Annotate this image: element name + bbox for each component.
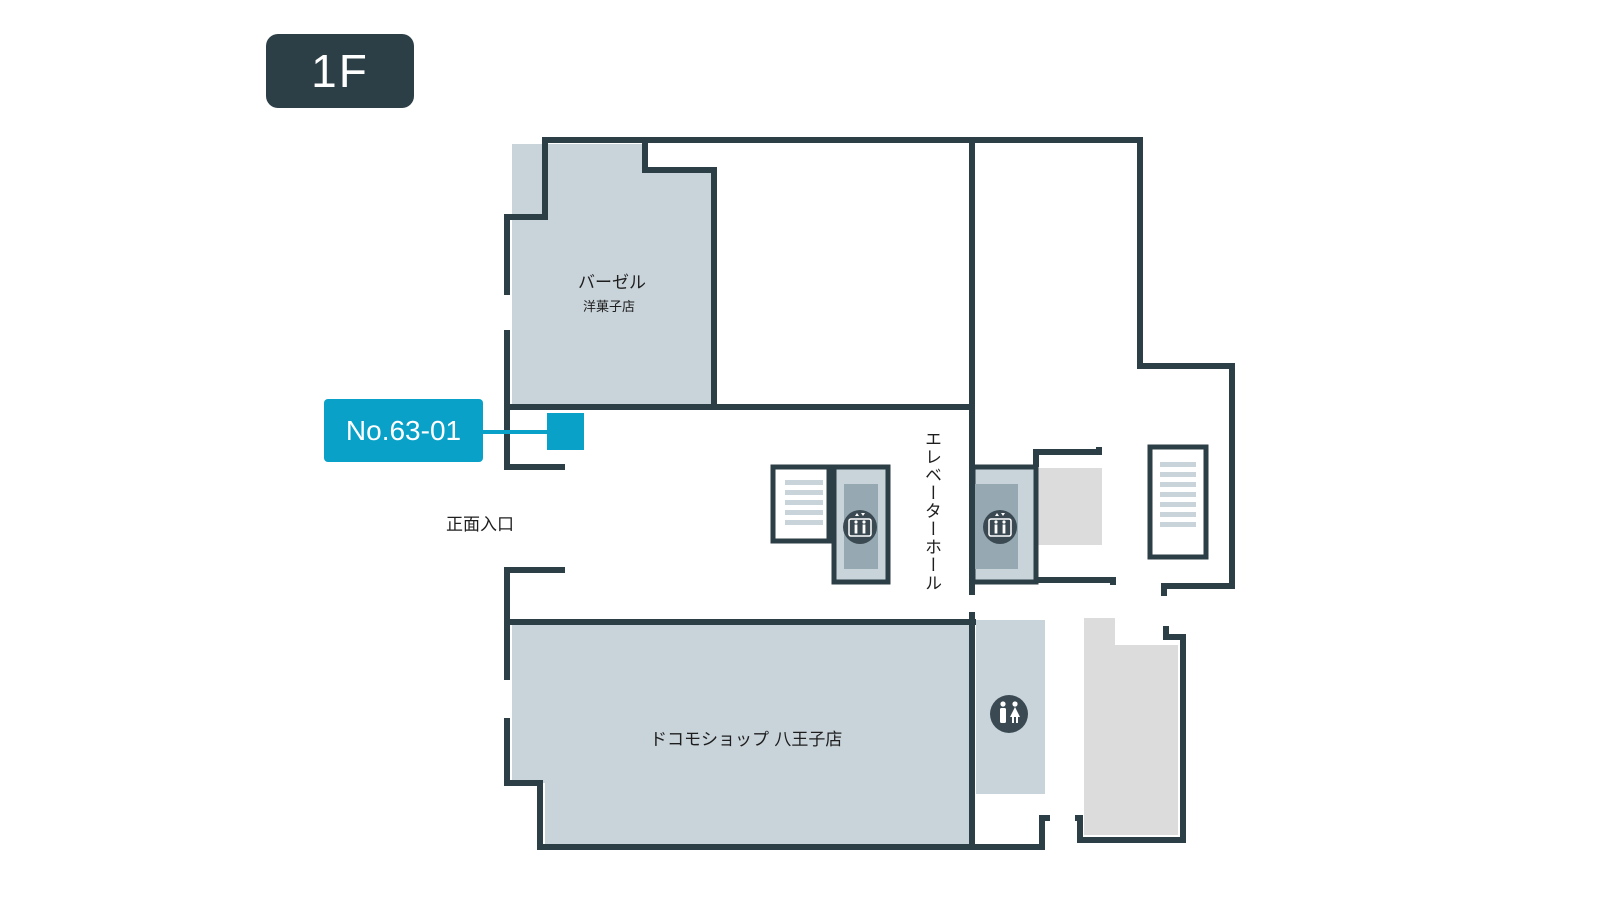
elevator-icon: [843, 510, 877, 544]
store-name-docomo: ドコモショップ 八王子店: [650, 730, 843, 750]
elevator-icon: [983, 510, 1017, 544]
stairs-icon: [1160, 462, 1196, 527]
floor-label: 1F: [311, 45, 369, 97]
facility-area: [1084, 618, 1178, 835]
walls: [504, 137, 1235, 850]
store-area-docomo[interactable]: [512, 624, 973, 847]
entrance-label: 正面入口: [446, 515, 514, 535]
elevator-hall-label: エレベーターホール: [921, 430, 941, 592]
store-category-basel: 洋菓子店: [583, 300, 636, 315]
store-name-basel: バーゼル: [578, 273, 646, 293]
unit-label: No.63-01: [345, 414, 462, 446]
stairs-icon: [785, 480, 823, 525]
unit-callout[interactable]: No.63-01: [324, 399, 483, 462]
facility-area: [1037, 468, 1102, 545]
store-area-basel[interactable]: [512, 144, 714, 407]
restroom-icon: [990, 695, 1028, 733]
floor-badge: 1F: [266, 34, 414, 108]
unit-location-marker[interactable]: [547, 413, 584, 450]
